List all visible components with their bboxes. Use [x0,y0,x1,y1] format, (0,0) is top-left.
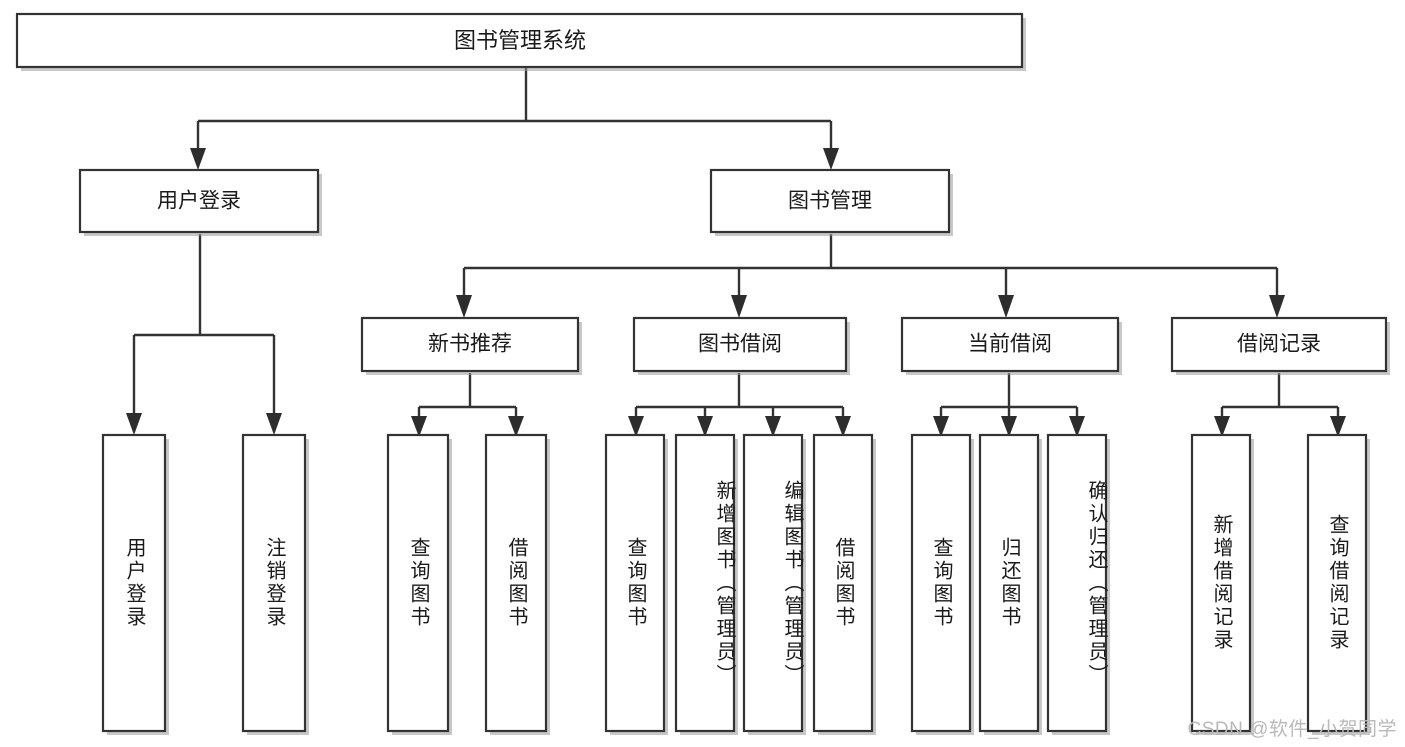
leaf-node-currentborrow-return[interactable] [978,433,1042,735]
leaf-bookborrow-borrow-box[interactable] [812,433,874,733]
arrow-userlogin-leaf2 [266,413,282,435]
arrow-newbook-l2 [508,416,524,437]
connector-group-root [190,67,839,170]
arrow-root-to-userlogin [190,148,206,170]
arrow-root-to-bookmgmt [823,148,839,170]
node-borrow-record-box[interactable] [1170,316,1388,373]
node-new-book-recommend[interactable]: 新书推荐 [360,316,582,375]
leaf-newbook-borrow-box[interactable] [484,433,548,733]
leaf-node-currentborrow-confirm[interactable] [1046,433,1110,735]
leaf-bookborrow-query-box[interactable] [604,433,666,733]
node-root[interactable]: 图书管理系统 [15,12,1026,71]
leaf-record-query-box[interactable] [1306,433,1368,733]
leaf-node-user-login-1[interactable] [101,433,169,735]
leaf-node-bookborrow-borrow[interactable] [812,433,876,735]
leaf-currentborrow-confirm-box[interactable] [1046,433,1108,733]
leaf-node-newbook-query[interactable] [386,433,452,735]
arrow-currentborrow-l3 [1069,416,1085,437]
arrow-newbook-l1 [411,416,427,437]
leaf-node-bookborrow-add[interactable] [674,433,738,735]
arrow-bookborrow-l4 [835,416,851,437]
leaf-node-bookborrow-edit[interactable] [742,433,806,735]
arrow-bookmgmt-c3 [998,295,1014,318]
leaf-currentborrow-return-box[interactable] [978,433,1040,733]
arrow-currentborrow-l1 [933,416,949,437]
arrow-bookborrow-l3 [765,416,781,437]
node-borrow-record[interactable]: 借阅记录 [1170,316,1390,375]
connector-group-bookborrow [628,373,851,437]
arrow-borrowrecord-l2 [1330,416,1346,437]
leaf-node-record-add[interactable] [1190,433,1254,735]
node-new-book-recommend-label: 新书推荐 [428,333,512,356]
node-current-borrow-label: 当前借阅 [968,333,1052,356]
node-current-borrow-box[interactable] [900,316,1120,373]
leaf-user-login-1-box[interactable] [101,433,167,733]
arrow-bookborrow-l1 [628,416,644,437]
node-root-label: 图书管理系统 [454,28,586,53]
connector-group-bookmgmt [456,234,1285,318]
arrow-bookborrow-l2 [697,416,713,437]
node-user-login-box[interactable] [78,168,320,234]
node-book-borrow[interactable]: 图书借阅 [632,316,850,375]
arrow-userlogin-leaf1 [126,413,142,435]
leaf-currentborrow-query-box[interactable] [910,433,972,733]
arrow-bookmgmt-c1 [456,295,472,318]
node-book-borrow-box[interactable] [632,316,848,373]
connector-group-borrowrecord [1214,373,1346,437]
node-new-book-recommend-box[interactable] [360,316,580,373]
node-book-management-label: 图书管理 [788,190,872,213]
leaf-node-record-query[interactable] [1306,433,1370,735]
leaf-node-bookborrow-query[interactable] [604,433,668,735]
node-user-login[interactable]: 用户登录 [78,168,322,236]
node-current-borrow[interactable]: 当前借阅 [900,316,1122,375]
node-book-management[interactable]: 图书管理 [709,168,953,236]
arrow-currentborrow-l2 [1001,416,1017,437]
leaf-newbook-query-box[interactable] [386,433,450,733]
csdn-watermark: CSDN @软件_小贺同学 [1187,719,1397,740]
connector-group-userlogin [126,234,282,435]
leaf-node-newbook-borrow[interactable] [484,433,550,735]
arrow-bookmgmt-c4 [1269,295,1285,318]
connector-group-currentborrow [933,373,1085,437]
node-book-management-box[interactable] [709,168,951,234]
leaf-node-currentborrow-query[interactable] [910,433,974,735]
leaf-record-add-box[interactable] [1190,433,1252,733]
arrow-borrowrecord-l1 [1214,416,1230,437]
node-user-login-label: 用户登录 [157,190,241,213]
node-root-box[interactable] [15,12,1024,69]
connector-group-newbook [411,373,524,437]
node-book-borrow-label: 图书借阅 [698,333,782,356]
leaf-bookborrow-edit-box[interactable] [742,433,804,733]
node-borrow-record-label: 借阅记录 [1237,333,1321,356]
arrow-bookmgmt-c2 [731,295,747,318]
leaf-bookborrow-add-box[interactable] [674,433,736,733]
leaf-user-logout-box[interactable] [241,433,307,733]
leaf-node-user-logout[interactable] [241,433,309,735]
